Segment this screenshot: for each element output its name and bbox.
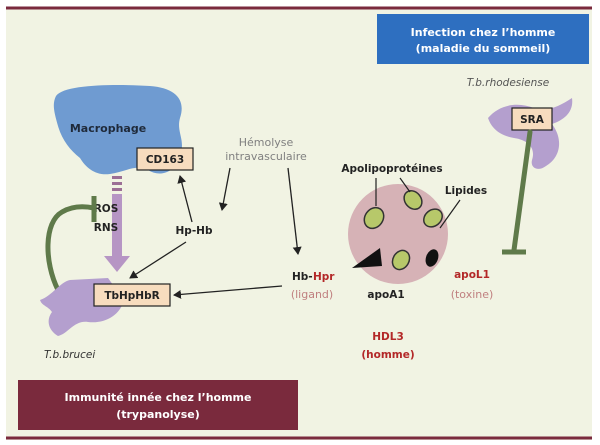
homme-label: (homme) [361, 349, 414, 361]
hdl-entry-arrow [352, 248, 382, 268]
arrow-hphb-to-cd163 [177, 175, 193, 223]
tbhphbr-box [93, 283, 171, 307]
t-rhodesiense-label: T.b.rhodesiense [467, 77, 549, 89]
arrow-hemolyse-to-hphb [218, 167, 231, 211]
sra-label: SRA [520, 114, 545, 126]
immunity-title-line2: (trypanolyse) [116, 408, 200, 421]
cd163-label: CD163 [146, 154, 184, 166]
apolipoprotein-1 [363, 206, 385, 230]
hemolyse-label-line1: Hémolyse [239, 136, 294, 149]
lipides-pointer [439, 199, 461, 229]
hpr-label: Hpr [313, 271, 335, 283]
infection-title-line2: (maladie du sommeil) [416, 42, 551, 55]
macrophage-label: Macrophage [70, 122, 146, 135]
apol1-label: apoL1 [454, 269, 490, 281]
tbhphbr-label: TbHpHbR [104, 290, 159, 302]
panel-background [6, 8, 592, 440]
sra-inhibition-line [511, 129, 533, 253]
arrow-hphb-to-receptor [129, 241, 187, 279]
apoa1-particle [391, 249, 411, 271]
hp-hb-label: Hp-Hb [176, 225, 213, 237]
infection-title-line1: Infection chez l’homme [411, 26, 556, 39]
toxine-label: (toxine) [451, 288, 494, 301]
hemolyse-label-line2: intravasculaire [225, 150, 307, 163]
apol1-particle [425, 249, 439, 267]
apolipo-pointer-2 [399, 177, 411, 193]
apolipoprotein-3 [423, 208, 443, 228]
apolipoproteines-label: Apolipoprotéines [341, 163, 442, 175]
immunity-title-box [18, 380, 298, 430]
ros-label: ROS [94, 203, 119, 215]
lipides-label: Lipides [445, 185, 487, 197]
cd163-box [136, 147, 194, 171]
arrow-hemolyse-to-hbhpr [287, 167, 302, 255]
t-brucei-label: T.b.brucei [44, 349, 95, 361]
apoa1-label: apoA1 [367, 289, 404, 301]
ligand-label: (ligand) [291, 288, 333, 301]
rns-label: RNS [94, 222, 118, 234]
inhibition-curve-left [45, 204, 97, 293]
hb-label: Hb- [292, 271, 313, 283]
sra-box [511, 107, 553, 131]
infection-title-box [377, 14, 589, 64]
immunity-title-line1: Immunité innée chez l’homme [65, 391, 252, 404]
ros-rns-arrow [104, 176, 130, 272]
arrow-hbhpr-to-receptor [173, 285, 283, 299]
apolipoprotein-2 [403, 190, 423, 210]
hdl3-label: HDL3 [372, 331, 404, 343]
